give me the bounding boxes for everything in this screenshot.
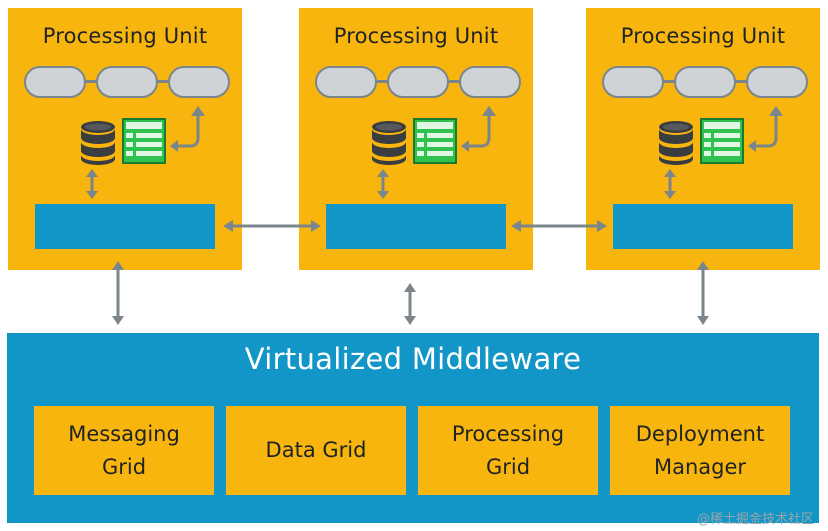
unit-bus [35, 204, 215, 249]
bidirectional-arrow-icon [511, 220, 607, 232]
processing-unit-3: Processing Unit [586, 8, 820, 270]
curved-arrow-icon [168, 102, 208, 152]
virtualized-middleware: Virtualized Middleware Messaging Grid Da… [7, 333, 819, 523]
pipeline-node [746, 66, 808, 98]
bidirectional-arrow-icon [223, 220, 321, 232]
bidirectional-arrow-icon [375, 168, 391, 200]
deployment-manager: Deployment Manager [610, 406, 790, 495]
database-icon [80, 120, 116, 166]
unit-title: Processing Unit [42, 24, 208, 48]
data-grid: Data Grid [226, 406, 406, 495]
spreadsheet-icon [700, 118, 744, 164]
pipeline-node [24, 66, 86, 98]
bidirectional-arrow-icon [662, 168, 678, 200]
messaging-grid: Messaging Grid [34, 406, 214, 495]
processing-unit-2: Processing Unit [299, 8, 533, 270]
bidirectional-arrow-icon [112, 261, 124, 325]
pipeline-link [156, 80, 170, 83]
database-icon [371, 120, 407, 166]
unit-title: Processing Unit [333, 24, 499, 48]
bidirectional-arrow-icon [404, 283, 416, 325]
pipeline-link [375, 80, 389, 83]
pipeline-node [96, 66, 158, 98]
pipeline-link [662, 80, 676, 83]
processing-grid: Processing Grid [418, 406, 598, 495]
pipeline-node [459, 66, 521, 98]
pipeline-node [674, 66, 736, 98]
pipeline-link [447, 80, 461, 83]
bidirectional-arrow-icon [84, 168, 100, 200]
pipeline-node [387, 66, 449, 98]
spreadsheet-icon [413, 118, 457, 164]
curved-arrow-icon [746, 102, 786, 152]
database-icon [658, 120, 694, 166]
unit-bus [326, 204, 506, 249]
processing-unit-1: Processing Unit [8, 8, 242, 270]
curved-arrow-icon [459, 102, 499, 152]
spreadsheet-icon [122, 118, 166, 164]
bidirectional-arrow-icon [697, 261, 709, 325]
unit-title: Processing Unit [620, 24, 786, 48]
pipeline-link [84, 80, 98, 83]
watermark: @稀土掘金技术社区 [696, 512, 814, 527]
unit-bus [613, 204, 793, 249]
pipeline-node [315, 66, 377, 98]
middleware-title: Virtualized Middleware [244, 342, 582, 376]
pipeline-link [734, 80, 748, 83]
pipeline-node [168, 66, 230, 98]
pipeline-node [602, 66, 664, 98]
